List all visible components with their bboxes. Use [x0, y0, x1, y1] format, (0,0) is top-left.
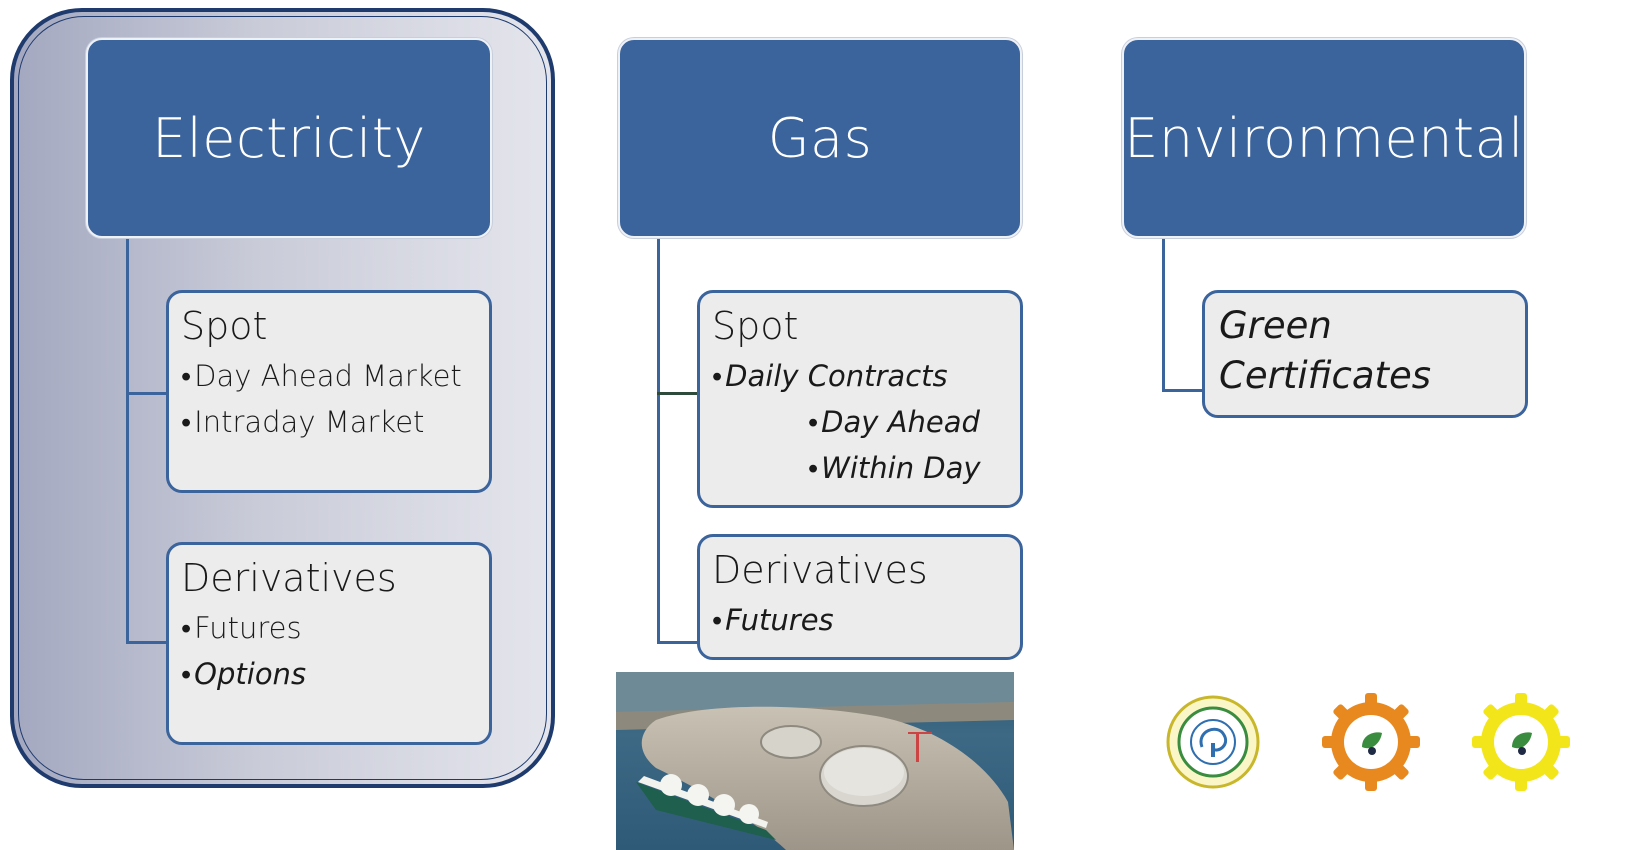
electricity-spot-list: •Day Ahead Market •Intraday Market — [181, 353, 479, 445]
gas-derivatives-title: Derivatives — [712, 548, 928, 592]
electricity-derivatives-list: •Futures •Options — [181, 605, 479, 697]
electricity-derivatives-card: Derivatives •Futures •Options — [166, 542, 492, 745]
gas-derivatives-card: Derivatives •Futures — [697, 534, 1023, 660]
gas-connector-spot — [657, 392, 699, 395]
green-certificates-card: Green Certificates — [1202, 290, 1528, 418]
list-item: •Intraday Market — [181, 405, 425, 439]
environmental-connector-vertical — [1162, 238, 1165, 392]
electricity-connector-derivatives — [126, 641, 168, 644]
environmental-title: Environmental — [1124, 106, 1524, 170]
lng-terminal-photo — [616, 672, 1014, 850]
list-item: •Futures — [181, 611, 302, 645]
electricity-derivatives-title: Derivatives — [181, 556, 397, 600]
yellow-gear-certification-icon — [1472, 693, 1570, 791]
lng-terminal-illustration — [616, 672, 1014, 850]
list-item: •Daily Contracts — [712, 359, 948, 393]
electricity-spot-title: Spot — [181, 304, 268, 348]
gas-connector-derivatives — [657, 641, 699, 644]
list-subitem: •Within Day — [808, 451, 981, 485]
list-subitem: •Day Ahead — [808, 405, 980, 439]
green-certificates-line2: Certificates — [1219, 354, 1432, 397]
gas-header: Gas — [618, 38, 1022, 238]
list-item: •Futures — [712, 603, 834, 637]
electricity-connector-spot — [126, 392, 168, 395]
orange-gear-certification-icon — [1322, 693, 1420, 791]
gas-spot-card: Spot •Daily Contracts •Day Ahead •Within… — [697, 290, 1023, 508]
electricity-header: Electricity — [86, 38, 492, 238]
gas-spot-title: Spot — [712, 304, 799, 348]
electricity-connector-vertical — [126, 238, 129, 643]
list-item: •Options — [181, 657, 307, 691]
list-item: •Day Ahead Market — [181, 359, 462, 393]
gas-title: Gas — [767, 106, 873, 170]
environmental-header: Environmental — [1122, 38, 1526, 238]
electricity-spot-card: Spot •Day Ahead Market •Intraday Market — [166, 290, 492, 493]
green-certificates-line1: Green — [1219, 304, 1332, 347]
environmental-connector-green — [1162, 389, 1204, 392]
electricity-title: Electricity — [152, 106, 426, 170]
gas-derivatives-list: •Futures — [712, 597, 1010, 643]
green-certificate-seal-icon — [1166, 695, 1260, 789]
gas-connector-vertical — [657, 238, 660, 643]
gas-spot-list: •Daily Contracts •Day Ahead •Within Day — [712, 353, 1010, 491]
